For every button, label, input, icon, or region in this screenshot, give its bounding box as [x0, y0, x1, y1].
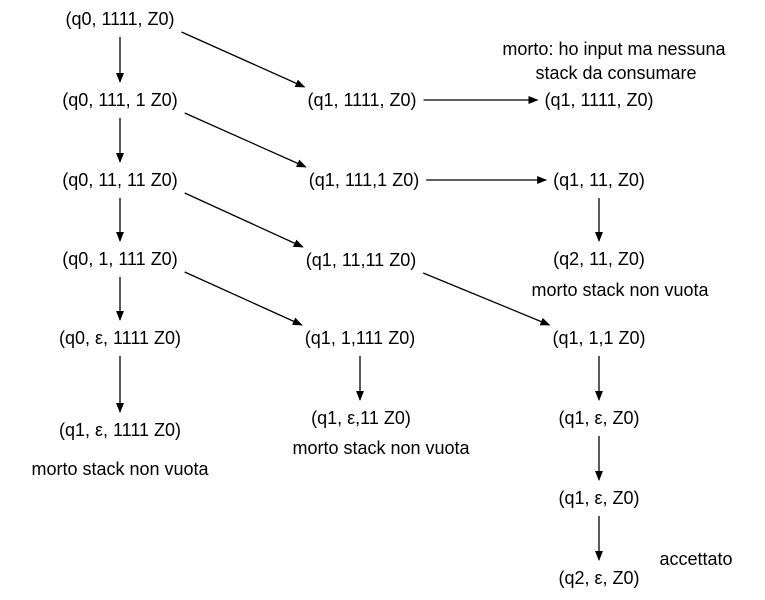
note-dead-stack-left: morto stack non vuota — [31, 459, 209, 479]
edge-n3-n9 — [184, 192, 304, 248]
node-q2-eps-z0: (q2, ε, Z0) — [558, 568, 640, 588]
node-q0-1-111z0: (q0, 1, 111 Z0) — [62, 249, 178, 269]
node-q0-111-1z0: (q0, 111, 1 Z0) — [62, 90, 178, 110]
node-q1-eps-1111z0: (q1, ε, 1111 Z0) — [58, 420, 182, 440]
edge-n4-n10 — [184, 271, 303, 326]
node-q0-11-11z0: (q0, 11, 11 Z0) — [62, 170, 178, 190]
edge-n1-n7 — [181, 31, 306, 88]
node-q1-111-1z0: (q1, 111,1 Z0) — [308, 170, 420, 190]
edge-n2-n8 — [184, 112, 307, 168]
node-q1-1111-z0-b: (q1, 1111, Z0) — [544, 90, 654, 110]
note-accepted: accettato — [659, 549, 733, 569]
node-q0-eps-1111z0: (q0, ε, 1111 Z0) — [58, 328, 182, 348]
note-dead-input-line1: morto: ho input ma nessuna — [502, 39, 726, 59]
note-dead-stack-right: morto stack non vuota — [531, 280, 709, 300]
node-q1-eps-11z0: (q1, ε,11 Z0) — [311, 408, 411, 428]
edge-n9-n15 — [422, 272, 551, 326]
node-q1-1-111z0: (q1, 1,111 Z0) — [304, 328, 416, 348]
node-q1-eps-z0-b: (q1, ε, Z0) — [558, 488, 640, 508]
node-q1-1111-z0-a: (q1, 1111, Z0) — [307, 90, 417, 110]
node-q0-1111-z0: (q0, 1111, Z0) — [65, 9, 175, 29]
node-q1-eps-z0-a: (q1, ε, Z0) — [558, 408, 640, 428]
node-q1-11-11z0: (q1, 11,11 Z0) — [305, 250, 417, 270]
node-q1-1-1z0: (q1, 1,1 Z0) — [552, 328, 646, 348]
node-q1-11-z0: (q1, 11, Z0) — [553, 170, 645, 190]
note-dead-input-line2: stack da consumare — [535, 63, 697, 83]
node-q2-11-z0: (q2, 11, Z0) — [553, 249, 645, 269]
note-dead-stack-middle: morto stack non vuota — [292, 438, 470, 458]
